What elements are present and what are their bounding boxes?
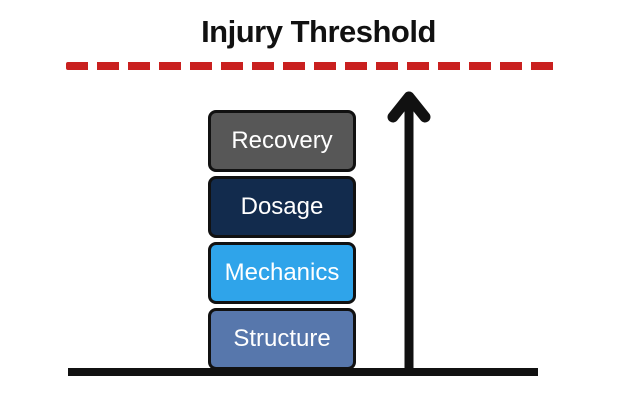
up-arrow-head-icon [387, 91, 431, 123]
stack-box-recovery: Recovery [208, 110, 356, 172]
page-title: Injury Threshold [201, 14, 436, 49]
factor-stack: Recovery Dosage Mechanics Structure [208, 110, 356, 370]
stack-box-label-mechanics: Mechanics [224, 259, 340, 286]
stack-box-label-structure: Structure [233, 325, 331, 352]
stack-box-mechanics: Mechanics [208, 242, 356, 304]
stack-box-label-dosage: Dosage [240, 193, 324, 220]
stack-box-dosage: Dosage [208, 176, 356, 238]
stack-box-structure: Structure [208, 308, 356, 370]
injury-threshold-dashed-line [66, 62, 560, 70]
stack-box-label-recovery: Recovery [231, 127, 333, 154]
